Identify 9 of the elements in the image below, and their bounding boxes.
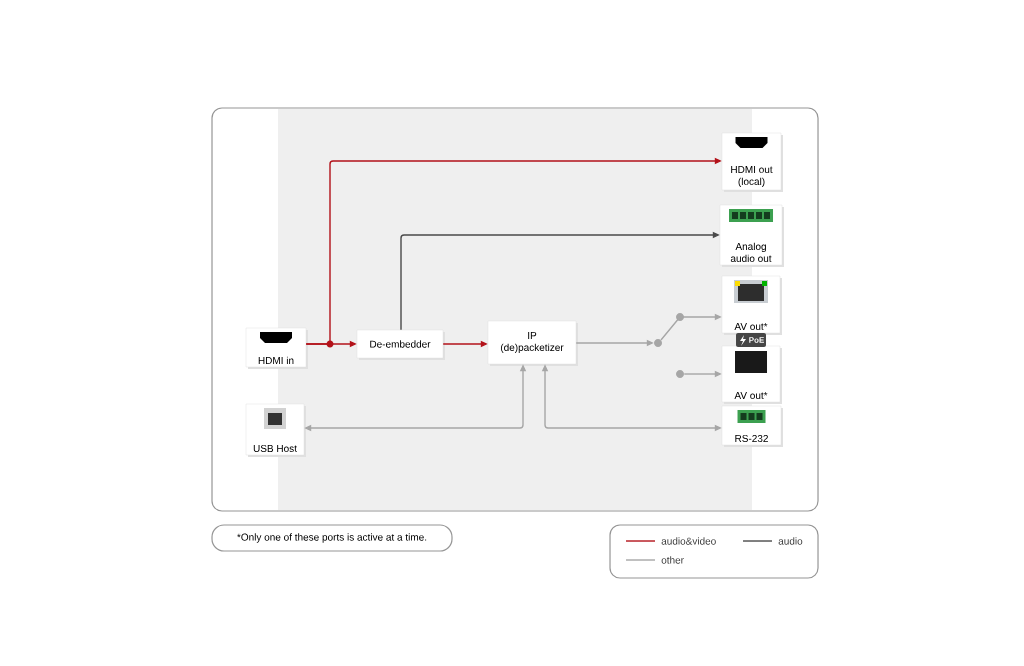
legend-text: other [661, 556, 684, 564]
switch-contact [654, 339, 662, 347]
note-box: *Only one of these ports is active at a time. [211, 524, 453, 552]
switch-contact [676, 370, 684, 378]
legend-text: audio&video [661, 537, 716, 545]
poe-badge: PoE [736, 333, 766, 347]
legend-text: audio [778, 537, 803, 545]
port-box: De-embedder [356, 329, 445, 360]
port-box: IP (de)packetizer [487, 320, 578, 366]
